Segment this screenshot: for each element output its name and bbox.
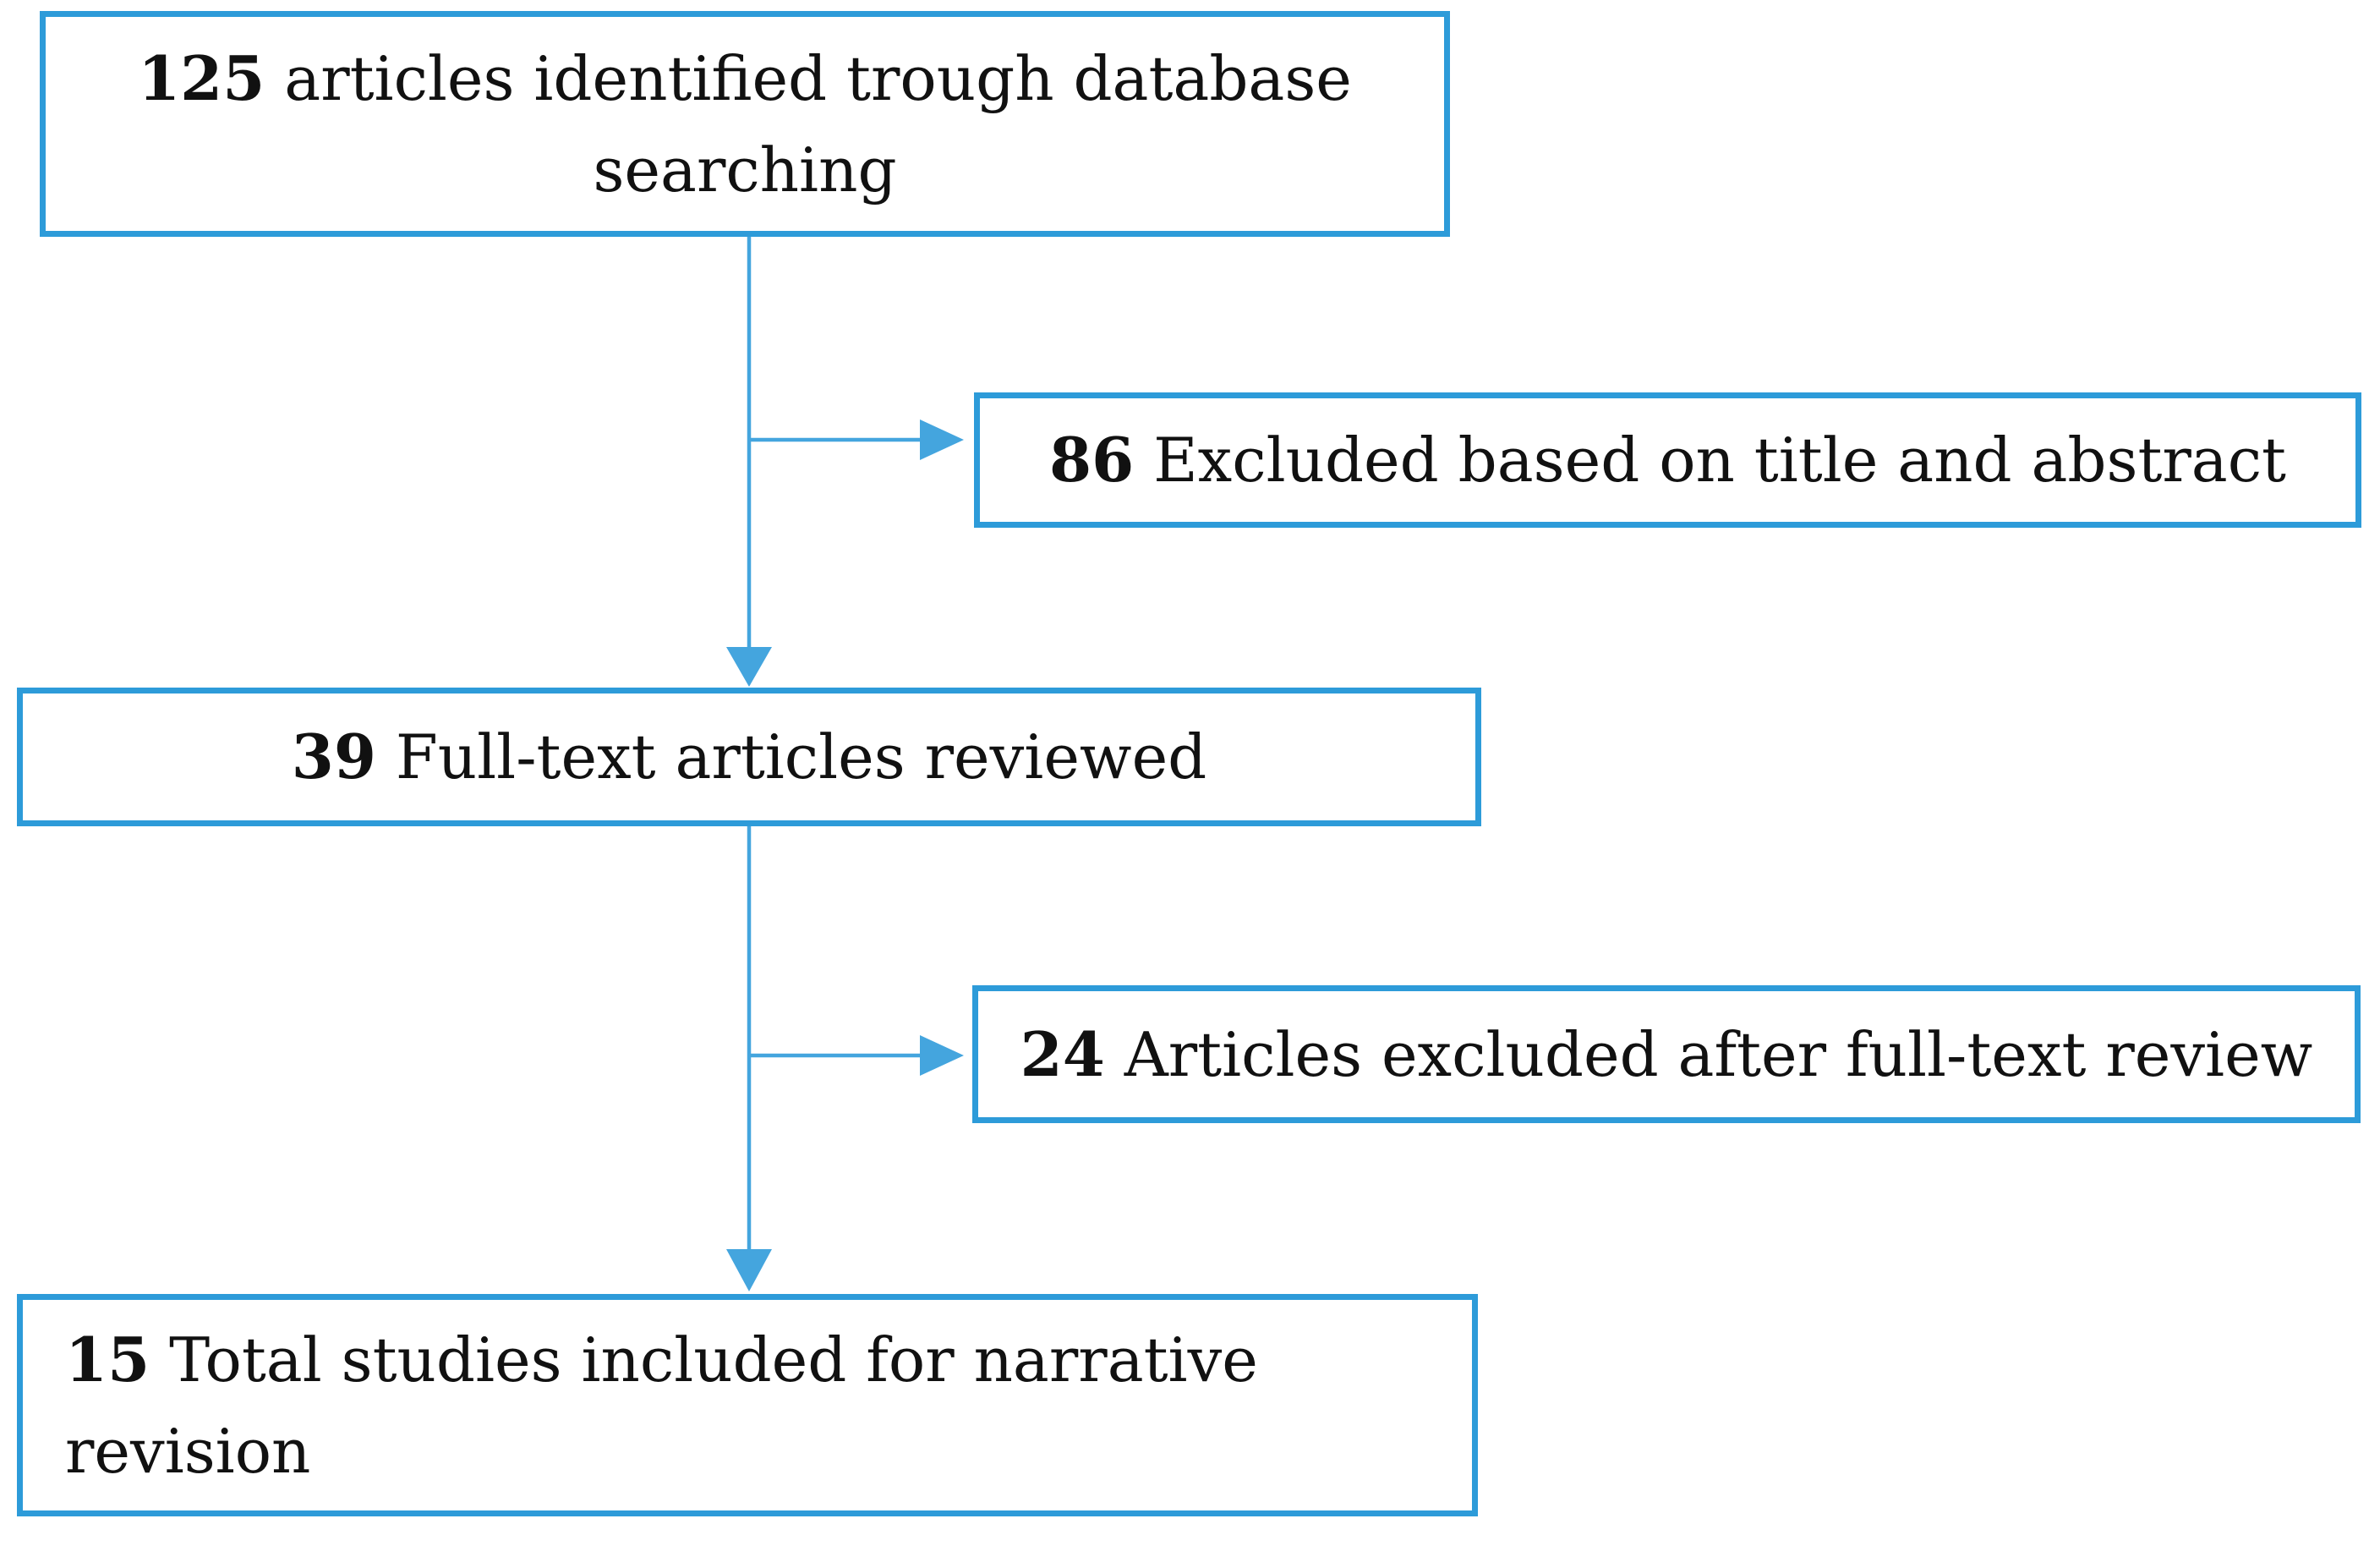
arrowhead-right-into-excluded-fulltext-icon — [920, 1035, 964, 1076]
node-identified-text: 125 articles identified trough database … — [79, 33, 1410, 216]
arrowhead-down-into-included-icon — [726, 1249, 772, 1291]
node-fulltext-reviewed-label: Full-text articles reviewed — [395, 721, 1207, 792]
node-fulltext-reviewed-count: 39 — [291, 721, 376, 792]
arrowhead-down-into-fulltext-icon — [726, 647, 772, 687]
node-excluded-screening-label: Excluded based on title and abstract — [1153, 425, 2286, 496]
node-excluded-screening: 86 Excluded based on title and abstract — [974, 392, 2361, 528]
node-excluded-screening-count: 86 — [1048, 424, 1135, 496]
node-excluded-fulltext-count: 24 — [1020, 1017, 1105, 1090]
node-excluded-screening-text: 86 Excluded based on title and abstract — [1049, 414, 2286, 506]
node-fulltext-reviewed: 39 Full-text articles reviewed — [17, 688, 1481, 826]
node-identified-label: articles identified trough database sear… — [284, 42, 1352, 206]
node-excluded-fulltext-text: 24 Articles excluded after full-text rev… — [1020, 1009, 2313, 1100]
node-excluded-fulltext: 24 Articles excluded after full-text rev… — [972, 985, 2361, 1123]
arrowhead-right-into-excluded-screening-icon — [920, 419, 964, 460]
node-excluded-fulltext-label: Articles excluded after full-text review — [1124, 1018, 2313, 1090]
node-identified: 125 articles identified trough database … — [40, 11, 1450, 237]
node-included-text: 15 Total studies included for narrative … — [65, 1314, 1337, 1497]
node-fulltext-reviewed-text: 39 Full-text articles reviewed — [292, 711, 1207, 803]
node-included-label: Total studies included for narrative rev… — [65, 1324, 1258, 1487]
node-included: 15 Total studies included for narrative … — [17, 1294, 1478, 1516]
node-identified-count: 125 — [138, 41, 265, 114]
node-included-count: 15 — [65, 1323, 150, 1395]
